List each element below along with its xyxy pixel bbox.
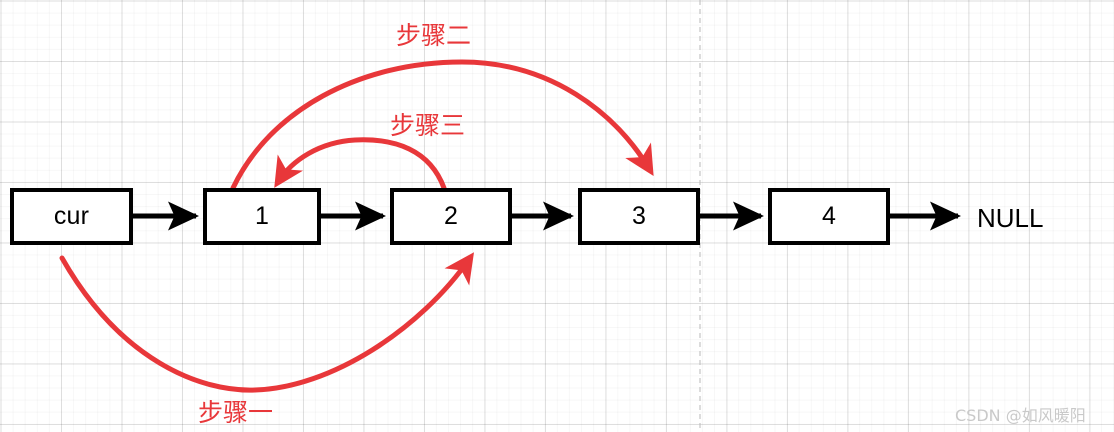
step-one-label: 步骤一 — [198, 398, 274, 427]
node-3[interactable]: 3 — [578, 188, 700, 245]
step-three-curve — [274, 137, 447, 191]
node-cur-label: cur — [53, 202, 90, 230]
step-two-label: 步骤二 — [396, 21, 472, 50]
step-one-curve — [59, 252, 474, 393]
node-4[interactable]: 4 — [768, 188, 890, 245]
node-1[interactable]: 1 — [203, 188, 321, 245]
node-cur[interactable]: cur — [10, 188, 133, 245]
node-2-label: 2 — [443, 202, 459, 230]
step-two-curve — [230, 59, 654, 191]
node-2[interactable]: 2 — [390, 188, 512, 245]
node-3-label: 3 — [631, 202, 647, 230]
csdn-watermark: CSDN @如风暖阳 — [955, 406, 1086, 425]
step-three-label: 步骤三 — [390, 111, 466, 140]
node-1-label: 1 — [254, 202, 270, 230]
null-terminal-label: NULL — [977, 203, 1044, 233]
node-4-label: 4 — [821, 202, 837, 230]
